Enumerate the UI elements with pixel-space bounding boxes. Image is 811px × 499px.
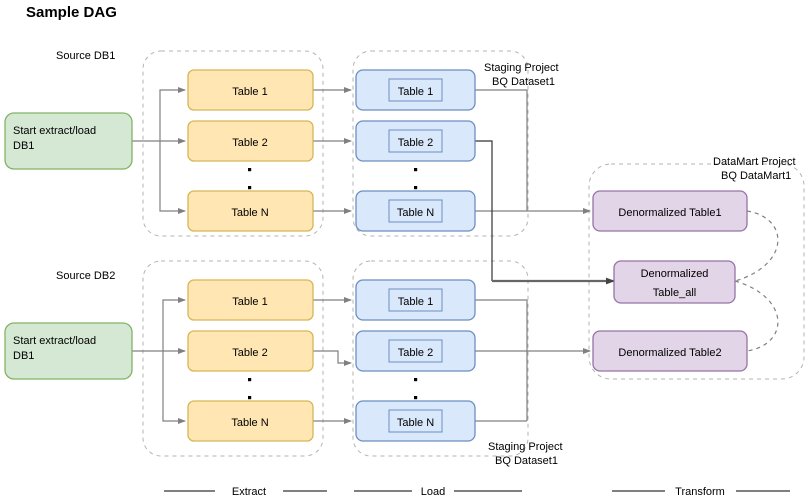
- group-staging-bottom: [352, 260, 529, 457]
- group-extract-db1: [142, 50, 324, 237]
- extract-db1-tablen-box[interactable]: [187, 190, 314, 232]
- start-db2-line2: DB1: [13, 350, 34, 362]
- label-staging-top-line1: Staging Project: [484, 62, 559, 74]
- ellipsis-dot: [414, 168, 418, 172]
- group-datamart: [588, 163, 805, 380]
- edge-start2-to-t1: [162, 297, 186, 351]
- phase-load: Load: [354, 486, 522, 498]
- node-denormalized-table-all[interactable]: Denormalized Table_all: [613, 260, 736, 304]
- label-source-db2: Source DB2: [56, 270, 115, 282]
- edge-start2-to-tn: [162, 351, 186, 424]
- ellipsis-dot: [248, 396, 252, 400]
- node-denormalized-table2[interactable]: Denormalized Table2: [592, 330, 748, 372]
- ellipsis-dot: [248, 168, 252, 172]
- node-load-db2-table1[interactable]: Table 1: [355, 279, 476, 321]
- extract-db2-tablen-label: Table N: [231, 417, 268, 429]
- node-extract-db1-table1[interactable]: Table 1: [187, 69, 314, 111]
- edge-ex2-t2-to-load: [313, 350, 352, 366]
- node-load-db2-tablen[interactable]: Table N: [355, 400, 476, 442]
- load-db2-table1-inner: [388, 288, 443, 312]
- load-db1-table2-inner: [388, 129, 443, 153]
- ellipsis-dot: [414, 378, 418, 382]
- phase-transform: Transform: [612, 486, 790, 498]
- label-staging-bottom-line2: BQ Dataset1: [495, 455, 558, 467]
- start-db1-line2: DB1: [13, 140, 34, 152]
- denormalized-table2-label: Denormalized Table2: [618, 347, 721, 359]
- ellipsis-dot: [248, 378, 252, 382]
- load-db2-table2-inner: [388, 339, 443, 363]
- edge-load1-t1-join: [475, 89, 528, 211]
- node-start-db1[interactable]: Start extract/load DB1: [4, 112, 133, 170]
- edge-start1-to-tn: [159, 141, 186, 214]
- node-load-db2-table2[interactable]: Table 2: [355, 330, 476, 372]
- extract-db2-table2-label: Table 2: [232, 347, 267, 359]
- start-db1-line1: Start extract/load: [13, 125, 96, 137]
- load-db2-tablen-label: Table N: [397, 417, 434, 429]
- denormalized-table-all-line2: Table_all: [653, 287, 696, 299]
- label-source-db1: Source DB1: [56, 50, 115, 62]
- node-load-db1-tablen[interactable]: Table N: [355, 190, 476, 232]
- edge-load2-t1-join: [475, 299, 528, 421]
- label-datamart-line2: BQ DataMart1: [721, 170, 791, 182]
- extract-db2-table2-box[interactable]: [187, 330, 314, 372]
- node-extract-db1-table2[interactable]: Table 2: [187, 120, 314, 162]
- label-datamart-line1: DataMart Project: [713, 156, 796, 168]
- load-db1-tablen-inner: [388, 199, 443, 223]
- node-extract-db2-table2[interactable]: Table 2: [187, 330, 314, 372]
- node-start-db2[interactable]: Start extract/load DB1: [4, 322, 133, 380]
- node-extract-db1-tablen[interactable]: Table N: [187, 190, 314, 232]
- page-title: Sample DAG: [26, 4, 117, 21]
- node-extract-db2-tablen[interactable]: Table N: [187, 400, 314, 442]
- load-db2-table2-label: Table 2: [398, 347, 433, 359]
- extract-db1-table1-label: Table 1: [232, 86, 267, 98]
- load-db2-table1-label: Table 1: [398, 296, 433, 308]
- extract-db1-table2-label: Table 2: [232, 137, 267, 149]
- node-load-db1-table1[interactable]: Table 1: [355, 69, 476, 111]
- group-extract-db2: [142, 260, 324, 457]
- phase-load-label: Load: [421, 486, 445, 498]
- node-load-db1-table2[interactable]: Table 2: [355, 120, 476, 162]
- ellipsis-dot: [414, 186, 418, 190]
- load-db1-table1-inner: [388, 78, 443, 102]
- group-staging-top: [352, 50, 529, 237]
- denormalized-table-all-box[interactable]: [613, 260, 736, 304]
- extract-db1-table1-box[interactable]: [187, 69, 314, 111]
- edge-dashed-denorm2-to-all: [734, 280, 779, 352]
- load-db1-tablen-label: Table N: [397, 207, 434, 219]
- edge-dashed-denorm1-to-all: [734, 210, 779, 282]
- extract-db2-table1-label: Table 1: [232, 296, 267, 308]
- start-db2-line1: Start extract/load: [13, 335, 96, 347]
- edge-start1-to-t1: [159, 87, 186, 141]
- denormalized-table1-box[interactable]: [592, 190, 748, 232]
- label-staging-bottom-line1: Staging Project: [488, 441, 563, 453]
- load-db1-table2-label: Table 2: [398, 137, 433, 149]
- extract-db2-tablen-box[interactable]: [187, 400, 314, 442]
- node-denormalized-table1[interactable]: Denormalized Table1: [592, 190, 748, 232]
- node-extract-db2-table1[interactable]: Table 1: [187, 279, 314, 321]
- edge-load1-t2-to-all: [475, 140, 493, 281]
- extract-db2-table1-box[interactable]: [187, 279, 314, 321]
- ellipsis-dot: [248, 186, 252, 190]
- denormalized-table-all-line1: Denormalized: [641, 268, 709, 280]
- extract-db1-table2-box[interactable]: [187, 120, 314, 162]
- start-db1-box[interactable]: [4, 112, 133, 170]
- extract-db1-tablen-label: Table N: [231, 207, 268, 219]
- phase-extract: Extract: [164, 486, 327, 498]
- denormalized-table2-box[interactable]: [592, 330, 748, 372]
- denormalized-table1-label: Denormalized Table1: [618, 207, 721, 219]
- phase-transform-label: Transform: [675, 486, 725, 498]
- load-db1-table1-label: Table 1: [398, 86, 433, 98]
- start-db2-box[interactable]: [4, 322, 133, 380]
- label-staging-top-line2: BQ Dataset1: [492, 76, 555, 88]
- load-db2-tablen-inner: [388, 409, 443, 433]
- ellipsis-dot: [414, 396, 418, 400]
- phase-extract-label: Extract: [232, 486, 266, 498]
